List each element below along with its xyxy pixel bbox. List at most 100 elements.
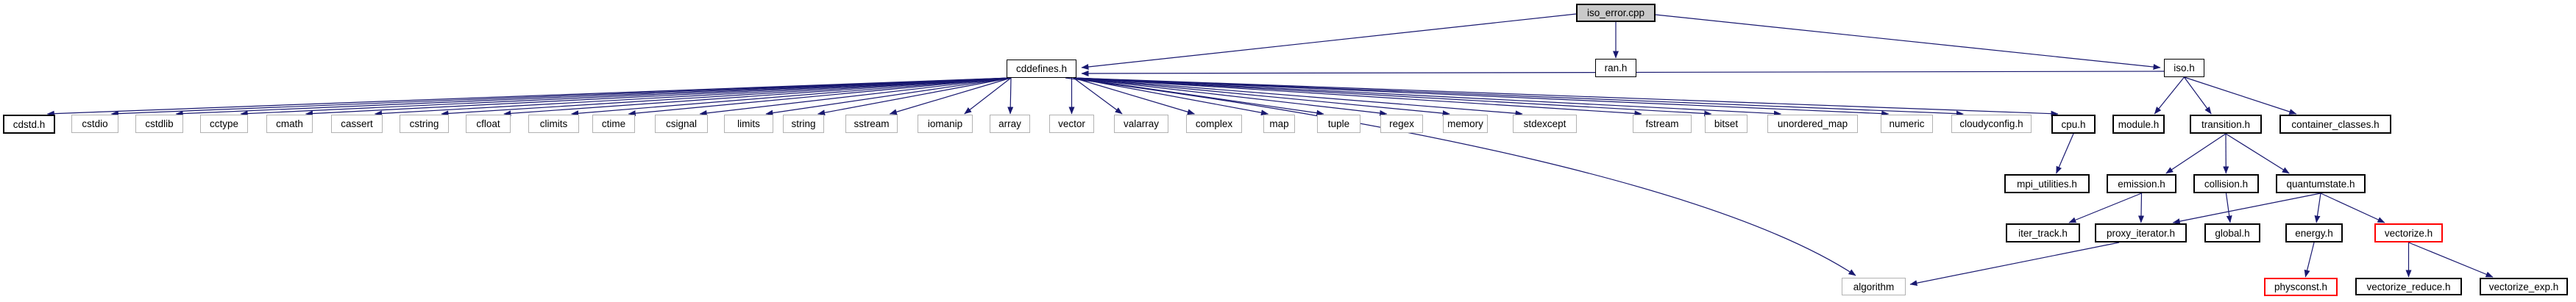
node-cassert: cassert bbox=[331, 115, 383, 133]
edge-cpu-h-to-mpi-utilities-h bbox=[2056, 133, 2074, 174]
edge-emission-h-to-proxy-iterator-h bbox=[2138, 193, 2145, 223]
edge-cddefines-h-to-stdexcept bbox=[1073, 77, 1523, 117]
node-iter-track-h[interactable]: iter_track.h bbox=[2006, 223, 2080, 242]
node-label: cddefines.h bbox=[1015, 63, 1068, 74]
node-label: cctype bbox=[209, 118, 239, 129]
node-label: container_classes.h bbox=[2291, 118, 2380, 130]
edge-cddefines-h-to-limits bbox=[765, 77, 1012, 116]
node-label: cdstd.h bbox=[13, 118, 46, 130]
node-label: emission.h bbox=[2118, 178, 2165, 190]
edge-cddefines-h-to-csignal bbox=[699, 77, 1012, 116]
node-cddefines-h[interactable]: cddefines.h bbox=[1007, 60, 1076, 78]
node-bitset: bitset bbox=[1705, 115, 1748, 133]
node-label: quantumstate.h bbox=[2286, 178, 2355, 190]
node-energy-h[interactable]: energy.h bbox=[2285, 223, 2343, 242]
node-label: vector bbox=[1058, 118, 1085, 129]
node-label: numeric bbox=[1889, 118, 1925, 129]
node-vectorize-exp-h[interactable]: vectorize_exp.h bbox=[2480, 278, 2568, 295]
node-transition-h[interactable]: transition.h bbox=[2190, 115, 2262, 134]
node-memory: memory bbox=[1443, 115, 1488, 133]
node-ctime: ctime bbox=[592, 115, 635, 133]
edge-cddefines-h-to-regex bbox=[1073, 77, 1388, 116]
node-vectorize-reduce-h[interactable]: vectorize_reduce.h bbox=[2355, 278, 2462, 295]
node-numeric: numeric bbox=[1881, 115, 1933, 133]
edge-cddefines-h-to-cloudyconfig-h bbox=[1073, 77, 1964, 117]
node-container-classes-h[interactable]: container_classes.h bbox=[2279, 115, 2391, 134]
node-label: iomanip bbox=[927, 118, 963, 129]
node-label: iso.h bbox=[2174, 62, 2195, 73]
edge-quantumstate-h-to-energy-h bbox=[2314, 193, 2321, 223]
node-label: cfloat bbox=[476, 118, 500, 129]
node-fstream: fstream bbox=[1633, 115, 1692, 133]
edge-cddefines-h-to-valarray bbox=[1073, 77, 1123, 115]
node-cstdio: cstdio bbox=[71, 115, 118, 133]
node-cstring: cstring bbox=[400, 115, 449, 133]
node-quantumstate-h[interactable]: quantumstate.h bbox=[2276, 174, 2366, 193]
edge-iso-error-cpp-to-cddefines-h bbox=[1081, 13, 1577, 70]
edge-cddefines-h-to-iomanip bbox=[964, 77, 1012, 115]
edge-cddefines-h-to-complex bbox=[1073, 77, 1195, 115]
edge-collision-h-to-global-h bbox=[2225, 193, 2232, 223]
edge-proxy-iterator-h-to-algorithm bbox=[1909, 242, 2120, 287]
node-cstdlib: cstdlib bbox=[135, 115, 183, 133]
node-label: array bbox=[998, 118, 1021, 129]
node-array: array bbox=[990, 115, 1030, 133]
edge-cddefines-h-to-string bbox=[817, 77, 1012, 116]
node-label: string bbox=[791, 118, 816, 129]
edge-cddefines-h-to-unordered-map bbox=[1073, 77, 1781, 117]
node-physconst-h[interactable]: physconst.h bbox=[2264, 278, 2338, 296]
node-label: regex bbox=[1389, 118, 1414, 129]
node-label: limits bbox=[737, 118, 760, 129]
edge-cddefines-h-to-cassert bbox=[375, 77, 1012, 117]
edge-cddefines-h-to-sstream bbox=[889, 77, 1012, 115]
edge-iso-h-to-module-h bbox=[2154, 76, 2185, 115]
node-algorithm: algorithm bbox=[1842, 278, 1906, 295]
node-label: vectorize.h bbox=[2384, 227, 2433, 239]
node-emission-h[interactable]: emission.h bbox=[2107, 174, 2176, 193]
node-label: cstdlib bbox=[145, 118, 174, 129]
node-proxy-iterator-h[interactable]: proxy_iterator.h bbox=[2095, 223, 2187, 242]
node-module-h[interactable]: module.h bbox=[2112, 115, 2165, 134]
node-label: vectorize_reduce.h bbox=[2366, 281, 2451, 292]
node-label: energy.h bbox=[2295, 227, 2333, 239]
node-label: csignal bbox=[665, 118, 698, 129]
node-cdstd-h[interactable]: cdstd.h bbox=[3, 115, 55, 134]
node-label: proxy_iterator.h bbox=[2106, 227, 2176, 239]
node-iso-h[interactable]: iso.h bbox=[2164, 59, 2204, 77]
node-label: fstream bbox=[1645, 118, 1679, 129]
node-label: cmath bbox=[276, 118, 303, 129]
node-valarray: valarray bbox=[1114, 115, 1168, 133]
edge-cddefines-h-to-bitset bbox=[1073, 77, 1712, 117]
edge-cddefines-h-to-map bbox=[1073, 77, 1269, 116]
node-mpi-utilities-h[interactable]: mpi_utilities.h bbox=[2004, 174, 2090, 193]
node-limits: limits bbox=[724, 115, 773, 133]
node-label: cstdio bbox=[82, 118, 108, 129]
node-string: string bbox=[783, 115, 824, 133]
node-collision-h[interactable]: collision.h bbox=[2193, 174, 2259, 193]
node-label: unordered_map bbox=[1777, 118, 1848, 129]
edge-cddefines-h-to-array bbox=[1007, 77, 1014, 115]
node-vectorize-h[interactable]: vectorize.h bbox=[2374, 223, 2443, 242]
node-label: memory bbox=[1447, 118, 1483, 129]
node-cfloat: cfloat bbox=[466, 115, 511, 133]
edge-energy-h-to-physconst-h bbox=[2304, 242, 2315, 278]
node-cpu-h[interactable]: cpu.h bbox=[2051, 115, 2096, 134]
edge-iso-h-to-container-classes-h bbox=[2184, 76, 2297, 115]
edge-cddefines-h-to-memory bbox=[1073, 77, 1450, 117]
edge-cddefines-h-to-ctime bbox=[628, 77, 1012, 117]
node-label: transition.h bbox=[2201, 118, 2251, 130]
node-cctype: cctype bbox=[200, 115, 248, 133]
edge-cddefines-h-to-cstring bbox=[441, 77, 1012, 117]
edge-cddefines-h-to-cctype bbox=[240, 77, 1012, 117]
edge-cddefines-h-to-cfloat bbox=[503, 77, 1012, 117]
edge-iso-h-to-transition-h bbox=[2184, 76, 2212, 115]
node-label: collision.h bbox=[2204, 178, 2249, 190]
node-cmath: cmath bbox=[266, 115, 313, 133]
node-label: algorithm bbox=[1853, 281, 1895, 292]
node-ran-h[interactable]: ran.h bbox=[1595, 59, 1636, 77]
node-global-h[interactable]: global.h bbox=[2204, 223, 2260, 242]
node-iso-error-cpp: iso_error.cpp bbox=[1576, 4, 1656, 22]
node-cloudyconfig-h: cloudyconfig.h bbox=[1951, 115, 2032, 133]
